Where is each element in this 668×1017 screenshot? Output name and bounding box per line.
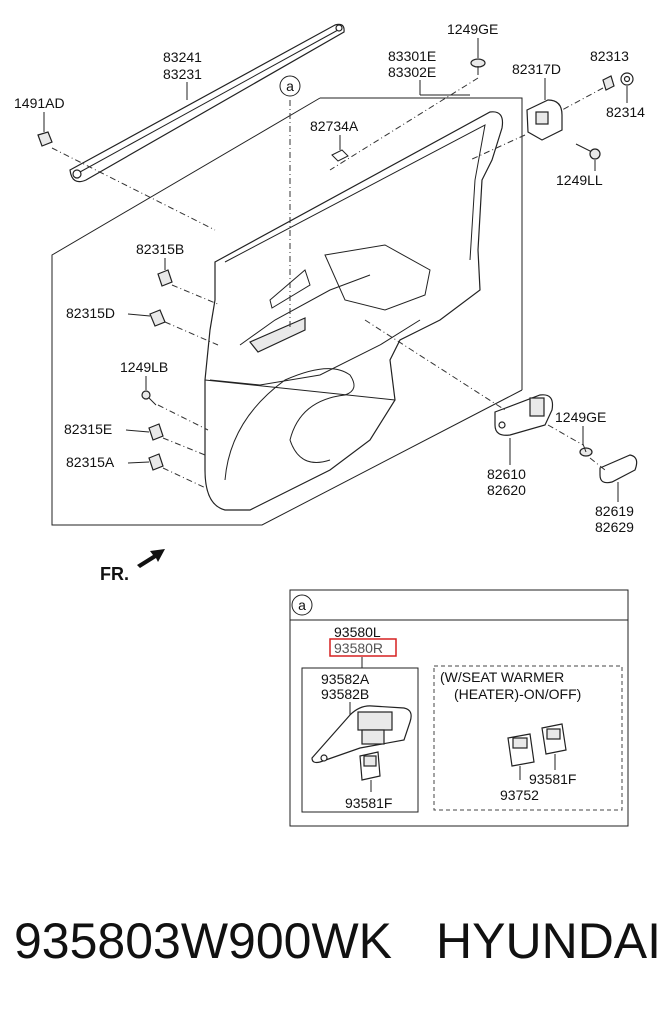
front-label: FR.: [100, 564, 129, 584]
clip-82315A: [148, 453, 164, 471]
assembly-lines: [51, 77, 606, 491]
label-93581F-right: 93581F: [529, 771, 576, 787]
label-82315B: 82315B: [136, 241, 184, 257]
screw-1249GE-top: [470, 58, 486, 75]
handle-cover: [599, 454, 638, 484]
label-82619: 82619: [595, 503, 634, 519]
label-82314: 82314: [606, 104, 645, 120]
screw-1249GE-mid: [579, 443, 593, 457]
bracket-82317D: [526, 99, 563, 141]
caption-part-number: 935803W900WK: [14, 913, 393, 969]
clip-82315E: [148, 423, 164, 441]
label-1249GE-top: 1249GE: [447, 21, 498, 37]
detail-box: a 93580L 93580R 93582A 93582B 93581F (W/…: [289, 589, 629, 827]
clip-82315D: [149, 309, 166, 327]
detail-callout-letter: a: [298, 597, 306, 613]
front-arrow-icon: [137, 549, 165, 568]
label-1249LL: 1249LL: [556, 172, 603, 188]
caption-brand: HYUNDAI: [436, 913, 662, 969]
seat-warmer-option-box: [433, 665, 623, 811]
callout-a-letter: a: [286, 78, 294, 94]
label-93752: 93752: [500, 787, 539, 803]
label-83231: 83231: [163, 66, 202, 82]
fastener-1491AD: [37, 131, 53, 147]
belt-weatherstrip: [69, 23, 345, 183]
label-82315E: 82315E: [64, 421, 112, 437]
label-83302E: 83302E: [388, 64, 436, 80]
front-direction-indicator: FR.: [100, 549, 165, 584]
clip-82313: [602, 75, 615, 91]
clip-82314: [620, 72, 634, 86]
label-93582A: 93582A: [321, 671, 370, 687]
main-panel-frame: [51, 97, 523, 526]
label-82620: 82620: [487, 482, 526, 498]
label-82315D: 82315D: [66, 305, 115, 321]
part-labels: 83241 83231 1491AD 1249GE 83301E 83302E …: [14, 21, 645, 535]
switch-assembly-box: [301, 667, 419, 813]
clip-82315B: [157, 269, 173, 287]
label-82629: 82629: [595, 519, 634, 535]
label-82734A: 82734A: [310, 118, 359, 134]
seat-warmer-note-line2: (HEATER)-ON/OFF): [454, 686, 581, 702]
label-82610: 82610: [487, 466, 526, 482]
label-93582B: 93582B: [321, 686, 369, 702]
highlight-box-93580R: [329, 638, 397, 657]
label-93580L: 93580L: [334, 624, 381, 640]
label-1491AD: 1491AD: [14, 95, 65, 111]
inside-handle: [494, 394, 554, 436]
label-82313: 82313: [590, 48, 629, 64]
door-trim-panel: [204, 111, 504, 511]
product-caption: 935803W900WK HYUNDAI: [14, 912, 664, 970]
label-1249LB: 1249LB: [120, 359, 168, 375]
label-1249GE-mid: 1249GE: [555, 409, 606, 425]
clip-82734A: [331, 149, 349, 162]
label-82315A: 82315A: [66, 454, 115, 470]
label-83301E: 83301E: [388, 48, 436, 64]
label-82317D: 82317D: [512, 61, 561, 77]
label-93581F-left: 93581F: [345, 795, 392, 811]
screw-1249LL: [575, 143, 601, 160]
label-93580R: 93580R: [334, 640, 383, 656]
screw-1249LB: [141, 390, 157, 406]
seat-warmer-note-line1: (W/SEAT WARMER: [440, 669, 564, 685]
label-83241: 83241: [163, 49, 202, 65]
callout-a-main: a: [279, 75, 301, 97]
